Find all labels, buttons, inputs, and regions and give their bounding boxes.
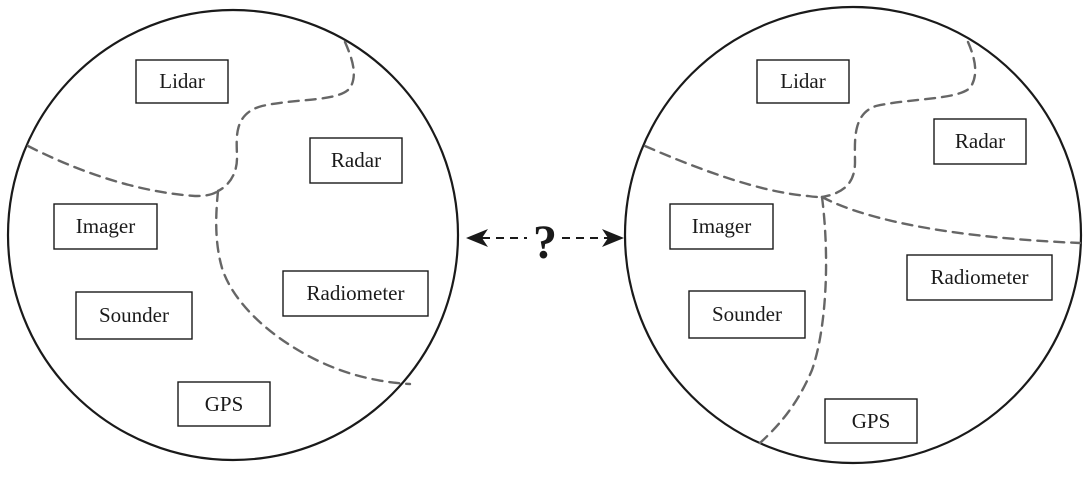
right-label-radar: Radar xyxy=(955,129,1005,153)
left-label-gps: GPS xyxy=(205,392,244,416)
left-box-lidar: Lidar xyxy=(135,59,229,104)
question-mark: ? xyxy=(533,216,557,269)
right-label-lidar: Lidar xyxy=(780,69,825,93)
right-boundary-bottom xyxy=(758,195,828,445)
left-label-radar: Radar xyxy=(331,148,381,172)
right-circle xyxy=(623,5,1083,465)
left-box-radar: Radar xyxy=(309,137,403,184)
left-box-gps: GPS xyxy=(177,381,271,427)
left-box-imager: Imager xyxy=(53,203,158,250)
left-circle xyxy=(6,8,460,462)
left-boundary-bottom xyxy=(215,189,412,386)
right-label-imager: Imager xyxy=(692,214,751,238)
right-box-imager: Imager xyxy=(669,203,774,250)
arrow-left-icon xyxy=(466,229,488,247)
right-partition-diagram: Lidar Radar Imager Radiometer Sounder GP… xyxy=(623,5,1083,465)
arrow-right-icon xyxy=(602,229,624,247)
right-label-radiometer: Radiometer xyxy=(931,265,1029,289)
left-label-sounder: Sounder xyxy=(99,303,169,327)
left-label-imager: Imager xyxy=(76,214,135,238)
right-box-lidar: Lidar xyxy=(756,59,850,104)
right-box-gps: GPS xyxy=(824,398,918,444)
right-label-gps: GPS xyxy=(852,409,891,433)
left-label-lidar: Lidar xyxy=(159,69,204,93)
left-label-radiometer: Radiometer xyxy=(307,281,405,305)
left-box-sounder: Sounder xyxy=(75,291,193,340)
right-box-radar: Radar xyxy=(933,118,1027,165)
right-boundary-top xyxy=(820,40,977,199)
left-boundary-left xyxy=(26,144,220,198)
right-box-radiometer: Radiometer xyxy=(906,254,1053,301)
left-box-radiometer: Radiometer xyxy=(282,270,429,317)
right-boundary-right xyxy=(820,195,1082,245)
right-label-sounder: Sounder xyxy=(712,302,782,326)
left-partition-diagram: Lidar Radar Imager Radiometer Sounder GP… xyxy=(6,8,460,462)
right-box-sounder: Sounder xyxy=(688,290,806,339)
left-boundary-top-right xyxy=(216,40,355,193)
right-boundary-left xyxy=(643,144,824,199)
comparison-connector: ? xyxy=(466,216,624,269)
